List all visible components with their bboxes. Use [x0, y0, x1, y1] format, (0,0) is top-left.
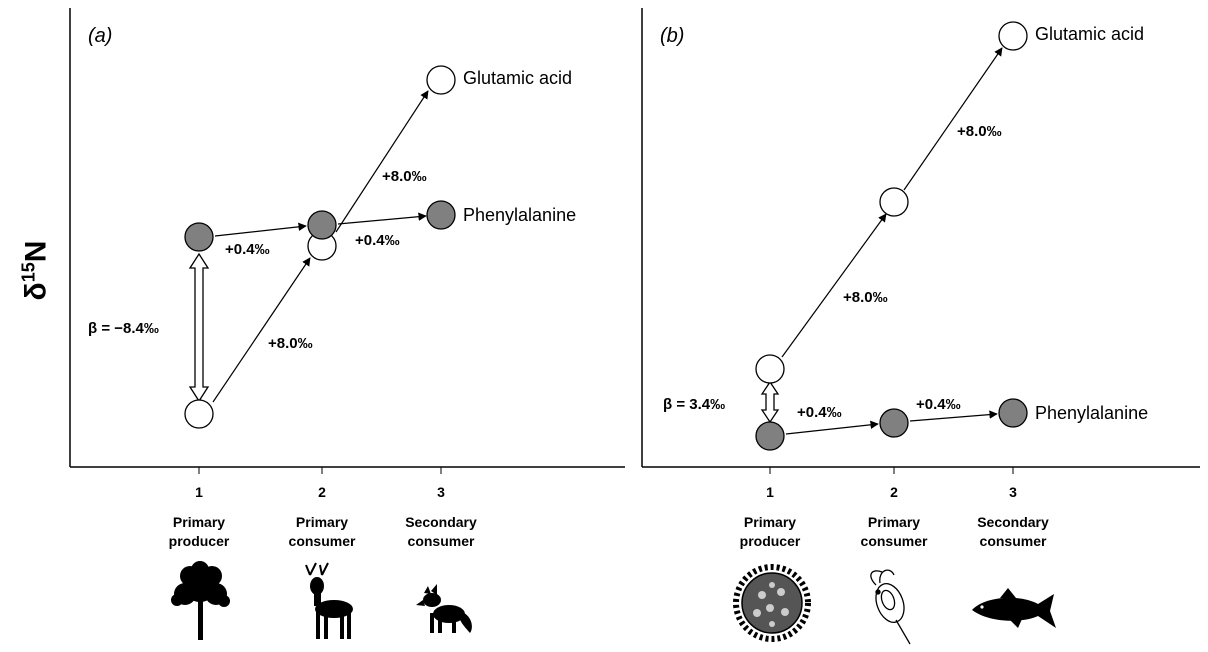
panel-b-tick-3-line1: Secondary	[977, 514, 1049, 530]
panel-b-tick-1-number: 1	[766, 484, 774, 500]
panel-a-phe-node-3	[426, 200, 456, 230]
panel-a-glu-node-3	[426, 65, 456, 95]
panel-b-edge-label-phe-2-3: +0.4‰	[916, 396, 961, 413]
panel-a-beta-double-arrow	[188, 252, 210, 403]
panel-b-edge-label-phe-1-2: +0.4‰	[797, 404, 842, 421]
panel-b-phe-node-1	[755, 421, 785, 451]
phytoplankton-icon	[733, 564, 811, 642]
panel-a-glu-arrow-2-3	[335, 90, 429, 233]
panel-b-beta-label: β = 3.4‰	[663, 396, 725, 413]
panel-b-tick-1-line1: Primary	[744, 514, 796, 530]
panel-b-tick-2-line1: Primary	[868, 514, 920, 530]
panel-a-tick-2-line1: Primary	[296, 514, 348, 530]
panel-a: (a) β = −8.4‰ +0.4‰ +0.4‰ +8.0‰ +8.0‰ Gl…	[69, 8, 625, 640]
panel-b-glu-node-3	[998, 21, 1028, 51]
panel-a-edge-label-phe-2-3: +0.4‰	[355, 232, 400, 249]
panel-a-phe-label: Phenylalanine	[463, 205, 576, 225]
fox-icon	[416, 584, 472, 633]
panel-a-edge-label-phe-1-2: +0.4‰	[225, 241, 270, 258]
panel-a-phe-node-2	[307, 210, 337, 240]
panel-a-phe-arrow-2-3	[337, 212, 427, 225]
panel-a-tick-2-number: 2	[318, 484, 326, 500]
zooplankton-icon	[870, 569, 911, 645]
panel-b-glu-label: Glutamic acid	[1035, 24, 1144, 44]
panel-a-phe-arrow-1-2	[214, 222, 307, 237]
panel-a-tick-3-number: 3	[437, 484, 445, 500]
panel-b-phe-arrow-2-3	[909, 410, 998, 422]
panel-a-tick-3-line2: consumer	[408, 533, 475, 549]
panel-a-glu-arrow-1-2	[212, 257, 311, 403]
panel-b-edge-label-glu-2-3: +8.0‰	[957, 123, 1002, 140]
panel-a-glu-node-1	[184, 399, 214, 429]
panel-a-edge-label-glu-2-3: +8.0‰	[382, 168, 427, 185]
panel-b-phe-node-2	[879, 408, 909, 438]
panel-b-tick-3-number: 3	[1009, 484, 1017, 500]
fish-icon	[972, 588, 1056, 628]
panel-a-label: (a)	[88, 25, 112, 47]
panel-b-tick-2-number: 2	[890, 484, 898, 500]
panel-b-phe-arrow-1-2	[785, 420, 879, 435]
panel-b-glu-node-1	[755, 354, 785, 384]
panel-a-glu-label: Glutamic acid	[463, 68, 572, 88]
panel-a-tick-1-line1: Primary	[173, 514, 225, 530]
panel-b-beta-double-arrow	[760, 380, 780, 424]
panel-a-phe-node-1	[184, 222, 214, 252]
panel-a-edge-label-glu-1-2: +8.0‰	[268, 335, 313, 352]
panel-a-tick-3-line1: Secondary	[405, 514, 477, 530]
panel-b-glu-arrow-2-3	[903, 47, 1003, 191]
panel-b-label: (b)	[660, 25, 684, 47]
tree-icon	[171, 561, 230, 640]
panel-b-glu-arrow-1-2	[781, 213, 887, 358]
panel-b-phe-label: Phenylalanine	[1035, 403, 1148, 423]
panel-a-tick-2-line2: consumer	[289, 533, 356, 549]
panel-a-tick-1-number: 1	[195, 484, 203, 500]
panel-b: (b) β = 3.4‰ +0.4‰ +0.4‰ +8.0‰ +8.0‰ Glu…	[641, 8, 1200, 645]
panel-b-edge-label-glu-1-2: +8.0‰	[843, 289, 888, 306]
panel-b-tick-2-line2: consumer	[861, 533, 928, 549]
panel-a-beta-label: β = −8.4‰	[88, 320, 159, 337]
deer-icon	[305, 562, 353, 639]
panel-b-tick-1-line2: producer	[740, 533, 801, 549]
panel-b-glu-node-2	[879, 187, 909, 217]
panel-b-tick-3-line2: consumer	[980, 533, 1047, 549]
panel-b-phe-node-3	[998, 398, 1028, 428]
panel-a-tick-1-line2: producer	[169, 533, 230, 549]
